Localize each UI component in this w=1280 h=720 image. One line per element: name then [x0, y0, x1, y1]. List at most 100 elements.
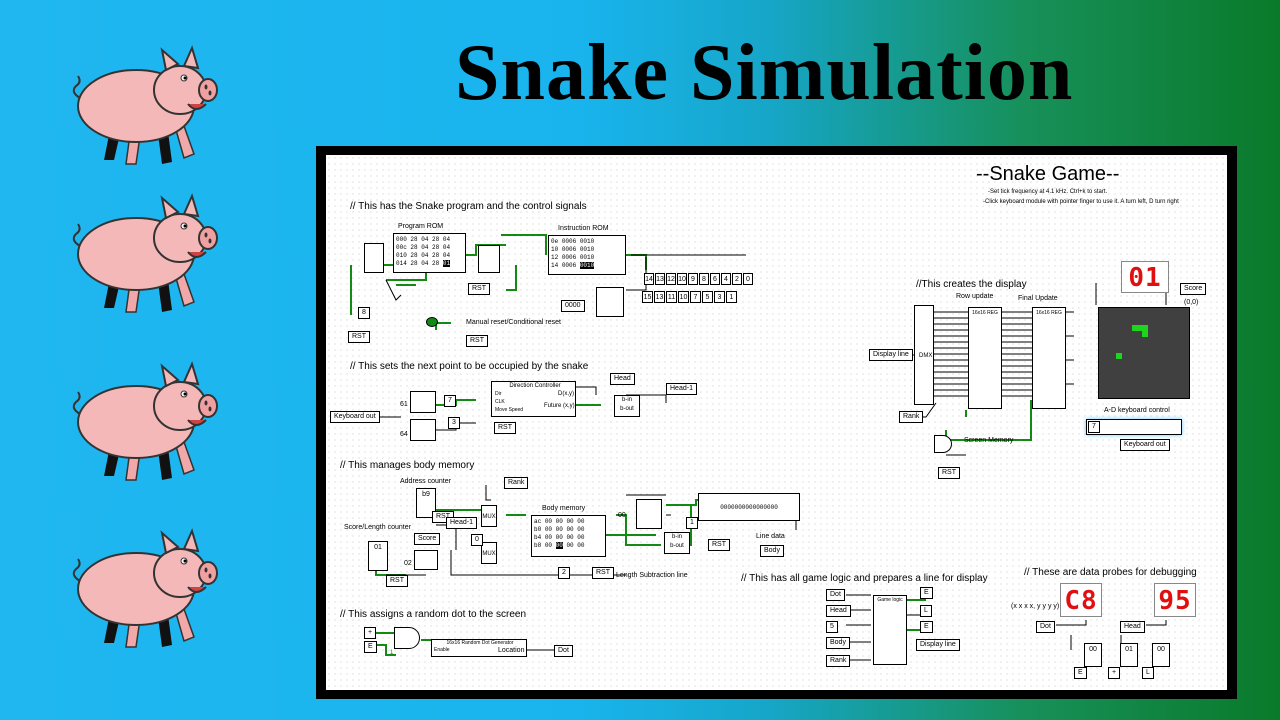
- body-memory[interactable]: ac 00 00 00 00 b0 00 00 00 00 b4 00 00 0…: [531, 515, 606, 557]
- display-bus: [934, 311, 1074, 397]
- program-rom[interactable]: 000 28 04 28 04 00c 28 04 28 04 010 28 0…: [393, 233, 466, 273]
- rst-pin-score[interactable]: RST: [386, 575, 408, 587]
- const-zero-pin[interactable]: 0000: [561, 300, 585, 312]
- dot-pin[interactable]: Dot: [554, 645, 573, 657]
- logic-output-e1[interactable]: E: [920, 587, 933, 599]
- const-61: 61: [400, 401, 408, 408]
- bit-probe: 0: [743, 273, 753, 285]
- logic-input-5[interactable]: 5: [826, 621, 838, 633]
- program-rom-label: Program ROM: [398, 223, 444, 230]
- probe-pin-plus[interactable]: +: [1108, 667, 1121, 679]
- const-02: 02: [404, 560, 412, 567]
- keyboard-out-pin[interactable]: Keyboard out: [330, 411, 380, 423]
- rst-pin-3[interactable]: RST: [466, 335, 488, 347]
- rst-pin-mem[interactable]: RST: [592, 567, 614, 579]
- adder-61[interactable]: [410, 391, 436, 413]
- bit-probe: 13: [655, 273, 665, 285]
- flipflop-register[interactable]: [478, 245, 500, 273]
- keyboard-label: A-D keyboard control: [1104, 407, 1170, 414]
- final-register[interactable]: 16x16 REG: [1032, 307, 1066, 409]
- rank-pin-display[interactable]: Rank: [899, 411, 924, 423]
- circuit-canvas[interactable]: --Snake Game-- -Set tick frequency at 4.…: [326, 155, 1227, 690]
- rst-pin-line[interactable]: RST: [708, 539, 730, 551]
- const-1-pin[interactable]: 1: [686, 517, 698, 529]
- rank-pin[interactable]: Rank: [504, 477, 529, 489]
- logic-input-dot[interactable]: Dot: [826, 589, 845, 601]
- line-register[interactable]: 0000000000000000: [698, 493, 800, 521]
- pig-icon: [72, 363, 218, 481]
- score-pin-display[interactable]: Score: [1180, 283, 1207, 295]
- reset-button[interactable]: [426, 317, 438, 327]
- screen-memory-label: Screen Memory: [964, 437, 1014, 444]
- eight-pin[interactable]: 8: [358, 307, 370, 319]
- bit-probe: 11: [666, 291, 677, 303]
- snake-segment: [1142, 325, 1148, 337]
- future-xy-label: Future (x,y): [544, 403, 575, 409]
- score-counter[interactable]: 01: [368, 541, 388, 571]
- logic-input-body[interactable]: Body: [826, 637, 850, 649]
- probe-register-3[interactable]: 00: [1152, 643, 1170, 667]
- or-gate-display[interactable]: [934, 435, 952, 453]
- head-pin[interactable]: Head: [610, 373, 635, 385]
- row-register[interactable]: 16x16 REG: [968, 307, 1002, 409]
- instruction-1: -Set tick frequency at 4.1 kHz. Ctrl+k t…: [988, 189, 1108, 195]
- rst-pin-display[interactable]: RST: [938, 467, 960, 479]
- demux[interactable]: [914, 305, 934, 405]
- comparator-body[interactable]: [636, 499, 662, 529]
- bit-probe: 1: [726, 291, 737, 303]
- body-memory-label: Body memory: [542, 505, 586, 512]
- const-7-pin[interactable]: 7: [444, 395, 456, 407]
- section-probes-comment: // These are data probes for debugging: [1024, 567, 1197, 578]
- bit-probe-row-2: 15 13 11 10 7 5 3 1: [642, 291, 737, 303]
- program-counter-register[interactable]: [364, 243, 384, 273]
- row-update-label: Row update: [956, 293, 994, 300]
- bit-probe: 2: [732, 273, 742, 285]
- plus-pin[interactable]: +: [364, 627, 377, 639]
- probe-register-1[interactable]: 00: [1084, 643, 1102, 667]
- probe-pin-l[interactable]: L: [1142, 667, 1154, 679]
- keyboard-out-pin-display[interactable]: Keyboard out: [1120, 439, 1170, 451]
- random-dot-generator[interactable]: 16x16 Random Dot Generator Enable: [431, 639, 527, 657]
- instruction-rom[interactable]: 0e 0006 0010 10 0006 0010 12 0006 0010 1…: [548, 235, 626, 275]
- head-minus-body-pin[interactable]: Head-1: [446, 517, 477, 529]
- display-line-pin[interactable]: Display line: [869, 349, 913, 361]
- const-2-pin[interactable]: 2: [558, 567, 570, 579]
- mux-1[interactable]: MUX: [481, 505, 497, 527]
- adder-body[interactable]: [414, 550, 438, 570]
- or-gate[interactable]: [394, 627, 420, 649]
- probe-register-2[interactable]: 01: [1120, 643, 1138, 667]
- probe-pin-e[interactable]: E: [1074, 667, 1087, 679]
- logic-output-l[interactable]: L: [920, 605, 932, 617]
- rst-pin-np[interactable]: RST: [494, 422, 516, 434]
- keyboard-module[interactable]: [1086, 419, 1182, 435]
- logic-input-head[interactable]: Head: [826, 605, 851, 617]
- logic-output-e2[interactable]: E: [920, 621, 933, 633]
- rst-pin-2[interactable]: RST: [348, 331, 370, 343]
- rst-pin-1[interactable]: RST: [468, 283, 490, 295]
- game-logic-chip[interactable]: Game logic: [873, 595, 907, 665]
- comparator[interactable]: [596, 287, 624, 317]
- adder-64[interactable]: [410, 419, 436, 441]
- score-length-label: Score/Length counter: [344, 524, 411, 531]
- address-counter[interactable]: b9: [416, 488, 436, 518]
- e-pin[interactable]: E: [364, 641, 377, 653]
- logic-input-rank[interactable]: Rank: [826, 655, 851, 667]
- bit-probe: 10: [678, 291, 689, 303]
- pig-icon: [72, 195, 218, 313]
- direction-controller[interactable]: Direction Controller Dir CLK Move Speed: [491, 381, 576, 417]
- const-0-pin[interactable]: 0: [471, 534, 483, 546]
- head-minus-pin[interactable]: Head-1: [666, 383, 697, 395]
- dot-probe-pin[interactable]: Dot: [1036, 621, 1055, 633]
- logic-display-line-pin[interactable]: Display line: [916, 639, 960, 651]
- body-pin[interactable]: Body: [760, 545, 784, 557]
- const-3-pin[interactable]: 3: [448, 417, 460, 429]
- bit-probe: 9: [688, 273, 698, 285]
- dxy-label: D(x,y): [558, 391, 574, 397]
- head-probe-pin[interactable]: Head: [1120, 621, 1145, 633]
- score-pin[interactable]: Score: [414, 533, 441, 545]
- section-next-point-comment: // This sets the next point to be occupi…: [350, 361, 589, 372]
- bit-probe: 15: [642, 291, 653, 303]
- mux-2[interactable]: MUX: [481, 542, 497, 564]
